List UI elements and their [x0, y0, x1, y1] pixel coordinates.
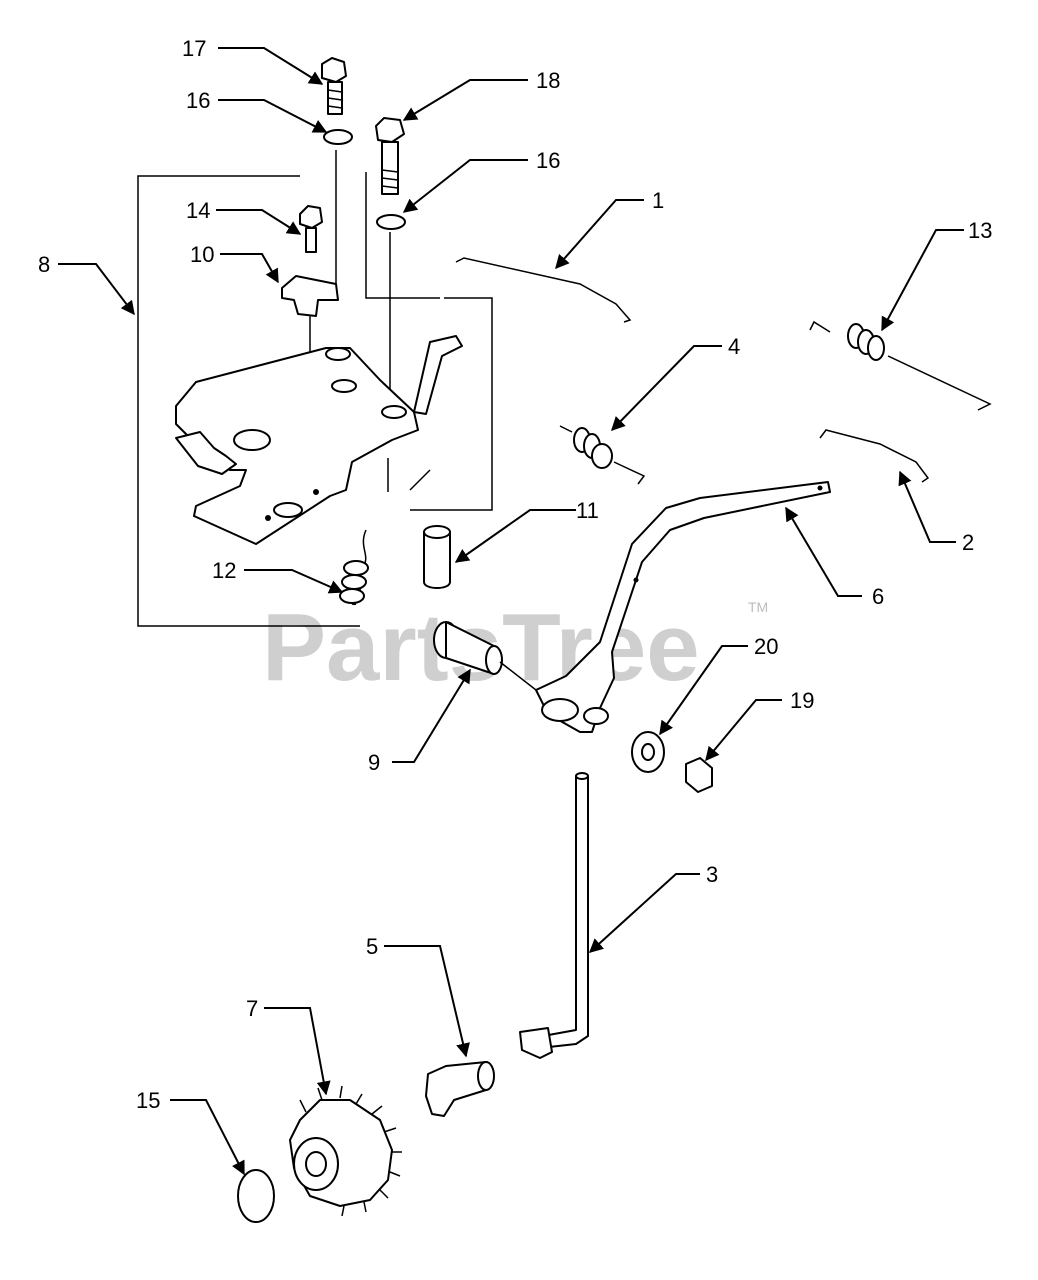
callout-5: 5: [366, 934, 378, 959]
callout-1: 1: [652, 188, 664, 213]
callout-11: 11: [576, 498, 599, 523]
callout-7: 7: [246, 996, 258, 1021]
part-1-link[interactable]: [455, 257, 632, 323]
callout-19: 19: [790, 688, 814, 713]
part-4-spring[interactable]: [559, 425, 646, 485]
part-2-link[interactable]: [819, 429, 930, 483]
part-14-screw[interactable]: [299, 205, 323, 253]
part-18-bolt[interactable]: [375, 117, 405, 195]
watermark-trademark: TM: [748, 599, 768, 615]
callout-16-top: 16: [186, 88, 210, 113]
callout-9: 9: [368, 750, 380, 775]
part-20-washer[interactable]: [631, 731, 665, 773]
callout-12: 12: [212, 558, 236, 583]
part-3-shaft[interactable]: [519, 772, 589, 1059]
callout-8: 8: [38, 252, 50, 277]
part-19-nut[interactable]: [685, 757, 713, 793]
callout-14: 14: [186, 198, 210, 223]
callout-10: 10: [190, 242, 214, 267]
callout-4: 4: [728, 334, 740, 359]
part-10-clamp[interactable]: [281, 275, 339, 317]
callout-labels: 17 16 18 16 14 10 8 1 13 4 2 6 11 12 20 …: [38, 36, 992, 1113]
callout-20: 20: [754, 634, 778, 659]
callout-16-second: 16: [536, 148, 560, 173]
part-11-spacer[interactable]: [423, 525, 451, 589]
callout-2: 2: [962, 530, 974, 555]
part-6-lever[interactable]: [535, 481, 831, 733]
callout-3: 3: [706, 862, 718, 887]
callout-15: 15: [136, 1088, 160, 1113]
callout-6: 6: [872, 584, 884, 609]
part-16-washer-top[interactable]: [323, 129, 353, 145]
leader-lines: [58, 47, 964, 1176]
callout-17: 17: [182, 36, 206, 61]
part-15-washer[interactable]: [237, 1169, 275, 1223]
part-13-spring[interactable]: [809, 320, 992, 411]
callout-18: 18: [536, 68, 560, 93]
part-9-shoulder-bolt[interactable]: [433, 621, 537, 691]
part-16-washer-second[interactable]: [376, 214, 406, 230]
assembly-bracket: [137, 175, 360, 627]
part-7-gear[interactable]: [289, 1085, 402, 1217]
callout-13: 13: [968, 218, 992, 243]
control-bracket-plate[interactable]: [175, 335, 463, 545]
part-17-bolt[interactable]: [321, 57, 347, 115]
part-12-spring[interactable]: [339, 529, 369, 606]
part-5-governor[interactable]: [425, 1061, 495, 1117]
